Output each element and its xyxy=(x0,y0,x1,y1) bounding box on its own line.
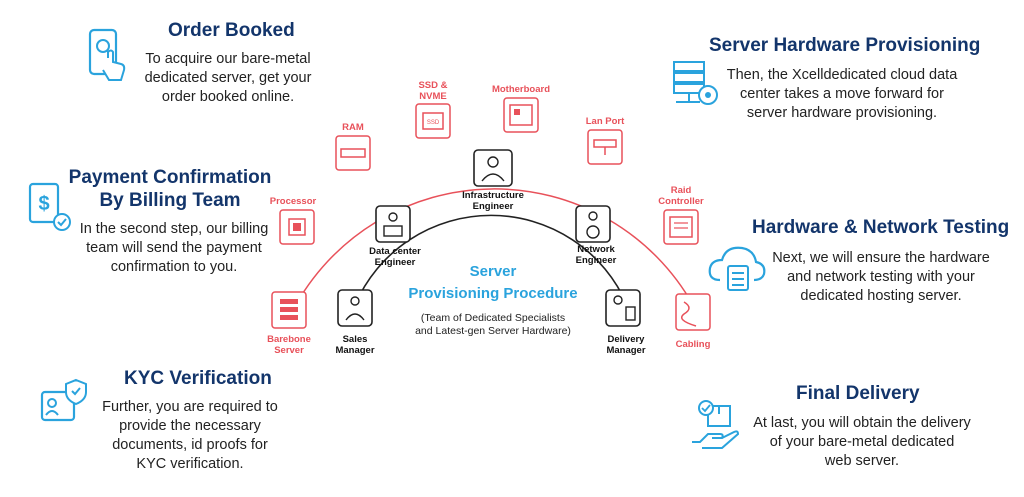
payment-title: Payment Confirmation By Billing Team xyxy=(60,166,280,212)
role-sales-label-1: Sales xyxy=(343,334,368,345)
order-booked-title: Order Booked xyxy=(168,20,295,41)
kyc-desc: Further, you are required to provide the… xyxy=(92,398,288,474)
role-datacenter-label-1: Data center xyxy=(369,246,421,257)
role-datacenter: Data center Engineer xyxy=(369,205,421,268)
delivery-title: Final Delivery xyxy=(796,383,920,404)
role-delivery-label-2: Manager xyxy=(606,345,645,356)
hw-raid: Raid Controller xyxy=(658,185,704,245)
payment-receipt-icon: $ xyxy=(28,182,71,231)
testing-desc: Next, we will ensure the hardware and ne… xyxy=(764,249,998,306)
hw-ssd-label-1: SSD & xyxy=(418,80,447,91)
roles-arc xyxy=(354,214,628,306)
kyc-desc-line: Further, you are required to xyxy=(102,399,278,415)
center-subtitle-line-2: and Latest-gen Server Hardware) xyxy=(415,325,571,337)
id-card-verified-icon xyxy=(40,378,87,422)
kyc-title: KYC Verification xyxy=(124,368,272,389)
role-datacenter-label-2: Engineer xyxy=(375,257,416,268)
payment-desc: In the second step, our billing team wil… xyxy=(70,220,278,277)
payment-title-line: Payment Confirmation xyxy=(68,167,272,188)
order-booked-desc-line: To acquire our bare-metal xyxy=(145,51,311,67)
center-subtitle-line-1: (Team of Dedicated Specialists xyxy=(421,312,565,324)
provisioning-title: Server Hardware Provisioning xyxy=(709,35,981,56)
role-infrastructure: Infrastructure Engineer xyxy=(462,149,524,212)
hw-barebone: Barebone Server xyxy=(267,291,311,356)
provisioning-desc-line: server hardware provisioning. xyxy=(746,105,938,121)
payment-desc-line: team will send the payment xyxy=(86,240,262,256)
hw-ssd: SSD SSD & NVME xyxy=(415,80,451,139)
testing-title: Hardware & Network Testing xyxy=(752,217,1010,238)
hw-cabling: Cabling xyxy=(675,293,711,350)
cloud-server-icon xyxy=(708,246,766,291)
hw-barebone-label-1: Barebone xyxy=(267,334,311,345)
role-delivery-label-1: Delivery xyxy=(608,334,646,345)
payment-desc-line: In the second step, our billing xyxy=(79,221,269,237)
hand-package-icon xyxy=(692,400,740,449)
role-network-label-2: Engineer xyxy=(576,255,617,266)
svg-text:SSD: SSD xyxy=(427,120,440,126)
role-network: Network Engineer xyxy=(575,205,617,266)
kyc-desc-line: KYC verification. xyxy=(136,456,244,472)
role-infrastructure-label-2: Engineer xyxy=(473,201,514,212)
delivery-desc: At last, you will obtain the delivery of… xyxy=(742,414,982,471)
role-sales-label-2: Manager xyxy=(335,345,374,356)
hw-ram: RAM xyxy=(335,122,371,171)
hw-ram-label: RAM xyxy=(342,122,364,133)
order-booked-desc-line: order booked online. xyxy=(161,89,295,105)
server-gear-icon xyxy=(673,61,718,105)
hw-lan: Lan Port xyxy=(586,116,625,165)
hw-barebone-label-2: Server xyxy=(274,345,304,356)
provisioning-desc-line: center takes a move forward for xyxy=(740,86,944,102)
center-title-line-2: Provisioning Procedure xyxy=(408,285,577,302)
order-booked-desc-line: dedicated server, get your xyxy=(144,70,312,86)
hw-raid-label-2: Controller xyxy=(658,196,704,207)
hw-motherboard: Motherboard xyxy=(492,84,550,133)
testing-desc-line: dedicated hosting server. xyxy=(800,288,962,304)
delivery-desc-line: At last, you will obtain the delivery xyxy=(753,415,971,431)
role-delivery: Delivery Manager xyxy=(605,289,646,356)
testing-desc-line: and network testing with your xyxy=(787,269,975,285)
role-sales: Sales Manager xyxy=(335,289,375,356)
role-infrastructure-label-1: Infrastructure xyxy=(462,190,524,201)
provisioning-desc: Then, the Xcelldedicated cloud data cent… xyxy=(722,66,962,123)
kyc-desc-line: provide the necessary xyxy=(119,418,261,434)
hw-processor-label: Processor xyxy=(270,196,317,207)
hw-cabling-label: Cabling xyxy=(676,339,711,350)
hw-motherboard-label: Motherboard xyxy=(492,84,550,95)
center-title-line-1: Server xyxy=(470,263,517,280)
svg-text:$: $ xyxy=(38,193,49,215)
delivery-desc-line: of your bare-metal dedicated xyxy=(769,434,955,450)
hw-lan-label: Lan Port xyxy=(586,116,625,127)
payment-title-line: By Billing Team xyxy=(99,190,241,211)
kyc-desc-line: documents, id proofs for xyxy=(112,437,268,453)
delivery-desc-line: web server. xyxy=(824,453,900,469)
phone-tap-icon xyxy=(88,28,126,81)
hw-processor: Processor xyxy=(270,196,317,245)
provisioning-desc-line: Then, the Xcelldedicated cloud data xyxy=(726,67,958,83)
hardware-arc xyxy=(292,188,694,311)
hw-raid-label-1: Raid xyxy=(671,185,692,196)
role-network-label-1: Network xyxy=(577,244,615,255)
testing-desc-line: Next, we will ensure the hardware xyxy=(772,250,990,266)
payment-desc-line: confirmation to you. xyxy=(110,259,238,275)
hw-ssd-label-2: NVME xyxy=(419,91,446,102)
order-booked-desc: To acquire our bare-metal dedicated serv… xyxy=(130,50,326,107)
